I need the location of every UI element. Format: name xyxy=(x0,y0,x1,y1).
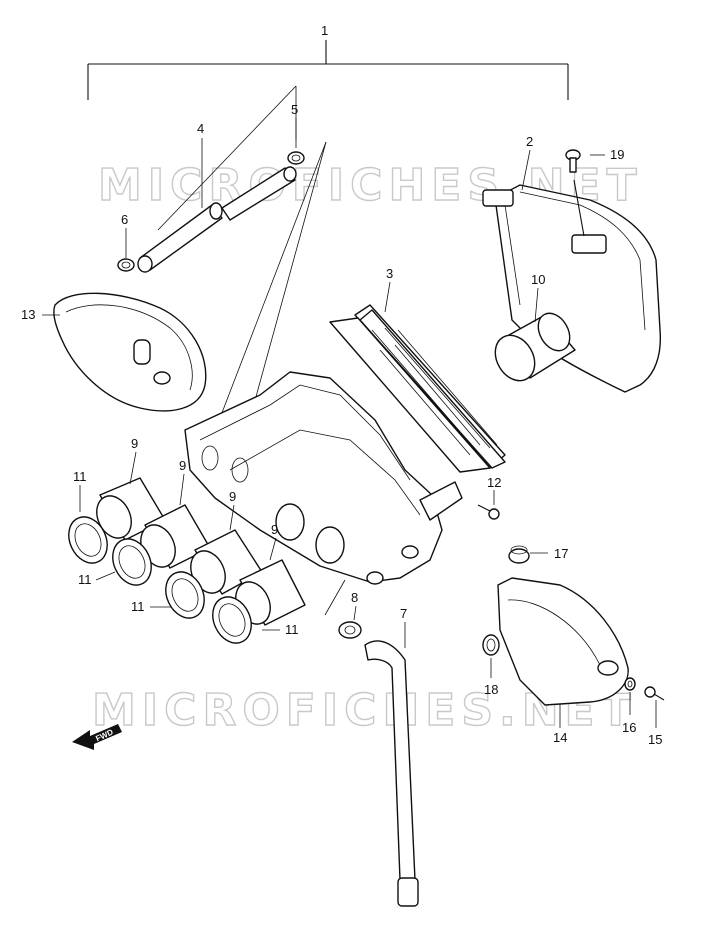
filter-pleats xyxy=(371,327,498,456)
intake-clamps xyxy=(68,516,252,644)
callout-2: 2 xyxy=(526,134,533,149)
callout-5: 5 xyxy=(291,102,298,117)
callout-9d: 9 xyxy=(271,522,278,537)
callout-11c: 11 xyxy=(131,599,145,614)
callout-6: 6 xyxy=(121,212,128,227)
intake-duct xyxy=(494,312,576,382)
housing-bolt xyxy=(477,504,500,520)
cap-screw xyxy=(565,149,581,173)
breather-hose xyxy=(137,166,297,273)
grommet-upper xyxy=(508,545,530,564)
drain-clip xyxy=(324,579,362,639)
grommet-lower xyxy=(482,634,500,656)
hose-clip-upper xyxy=(287,151,305,165)
callout-12: 12 xyxy=(487,475,501,490)
drain-hose xyxy=(364,640,419,907)
air-cleaner-cover xyxy=(53,292,207,412)
callout-15: 15 xyxy=(648,732,662,747)
hose-clip-lower xyxy=(117,258,135,272)
callout-4: 4 xyxy=(197,121,204,136)
callout-9c: 9 xyxy=(229,489,236,504)
callout-10: 10 xyxy=(531,272,545,287)
callout-1: 1 xyxy=(321,23,328,38)
callout-9a: 9 xyxy=(131,436,138,451)
callout-17: 17 xyxy=(554,546,568,561)
callout-numbers: 1 2 3 4 5 6 7 8 9 9 9 9 10 11 11 11 11 1… xyxy=(21,23,662,747)
assembly-bracket xyxy=(87,40,569,100)
side-cover-screw xyxy=(644,686,665,701)
callout-11b: 11 xyxy=(78,572,92,587)
washer xyxy=(624,677,636,691)
air-filter-element xyxy=(329,304,506,473)
callout-3: 3 xyxy=(386,266,393,281)
leader-lines xyxy=(42,118,657,728)
callout-18: 18 xyxy=(484,682,498,697)
callout-11a: 11 xyxy=(73,469,87,484)
callout-8: 8 xyxy=(351,590,358,605)
intake-joints xyxy=(96,477,306,626)
callout-7: 7 xyxy=(400,606,407,621)
callout-16: 16 xyxy=(622,720,636,735)
callout-14: 14 xyxy=(553,730,567,745)
callout-9b: 9 xyxy=(179,458,186,473)
callout-11d: 11 xyxy=(285,622,299,637)
callout-19: 19 xyxy=(610,147,624,162)
air-cleaner-housing xyxy=(184,371,463,585)
side-cover xyxy=(497,577,629,706)
callout-13: 13 xyxy=(21,307,35,322)
